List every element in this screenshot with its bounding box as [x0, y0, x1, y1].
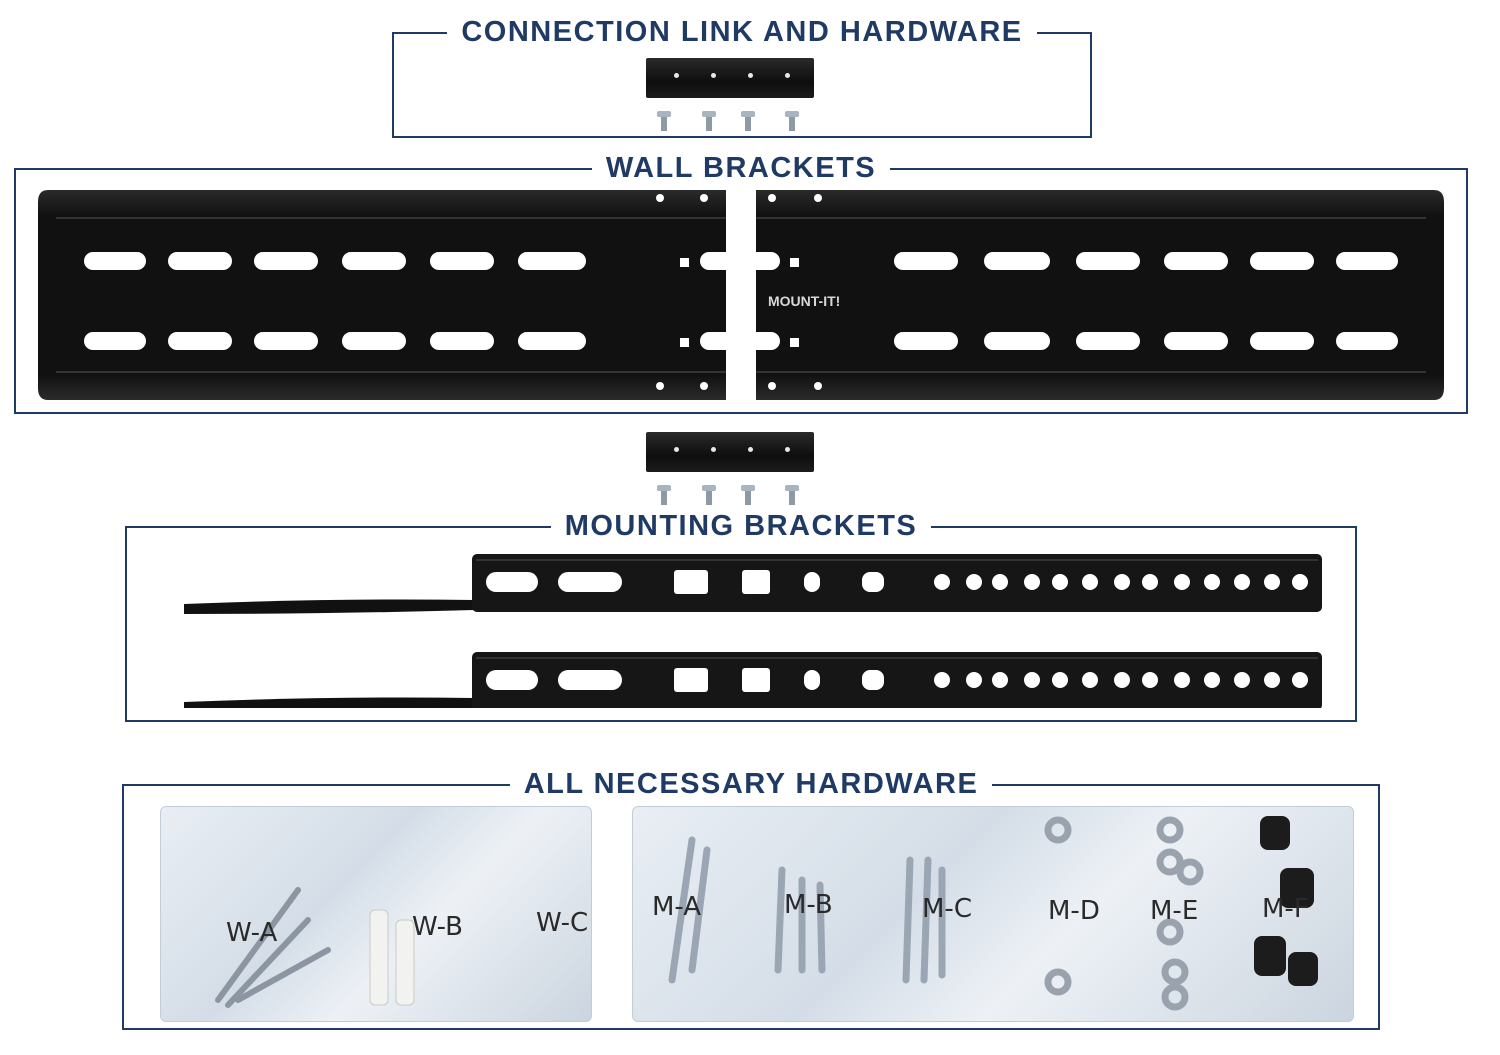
mounting-bracket-image — [184, 554, 1323, 708]
mounting-brackets-frame: MOUNTING BRACKETS — [125, 510, 1357, 722]
bag-label-m-e: M-E — [1150, 896, 1199, 926]
hardware-bag-mount — [632, 806, 1354, 1022]
screw-icon — [657, 485, 671, 505]
bag-label-m-a: M-A — [652, 892, 702, 922]
screw-icon — [785, 485, 799, 505]
bag-label-m-c: M-C — [922, 894, 972, 924]
wall-bracket-image — [38, 188, 1444, 402]
bag-label-m-f: M-F — [1262, 894, 1309, 924]
mount-it-logo: MOUNT-IT! — [768, 293, 841, 309]
bag-label-w-b: W-B — [412, 912, 463, 942]
connection-link-bar-loose — [646, 432, 814, 472]
screw-icon — [785, 111, 799, 131]
mounting-brackets-title: MOUNTING BRACKETS — [550, 510, 932, 542]
bag-label-w-a: W-A — [226, 918, 278, 948]
screw-icon — [741, 485, 755, 505]
bag-label-m-d: M-D — [1048, 896, 1100, 926]
hardware-title: ALL NECESSARY HARDWARE — [509, 768, 993, 800]
wall-brackets-frame: WALL BRACKETS — [14, 152, 1468, 414]
screw-icon — [702, 485, 716, 505]
hardware-frame: ALL NECESSARY HARDWARE — [122, 768, 1380, 1030]
connection-link-title: CONNECTION LINK AND HARDWARE — [447, 16, 1037, 48]
bolts-icon — [668, 836, 946, 984]
screw-icon — [702, 111, 716, 131]
screws-icon — [215, 887, 331, 1008]
connection-link-frame: CONNECTION LINK AND HARDWARE — [392, 16, 1092, 138]
spacers-icon — [1254, 816, 1318, 986]
wall-brackets-title: WALL BRACKETS — [591, 152, 891, 184]
bag-label-m-b: M-B — [784, 890, 833, 920]
screw-icon — [741, 111, 755, 131]
washers-icon — [1044, 816, 1204, 1011]
bag-label-w-c: W-C — [536, 908, 589, 938]
screw-icon — [657, 111, 671, 131]
connection-link-bar — [646, 58, 814, 98]
anchors-icon — [369, 909, 415, 1006]
